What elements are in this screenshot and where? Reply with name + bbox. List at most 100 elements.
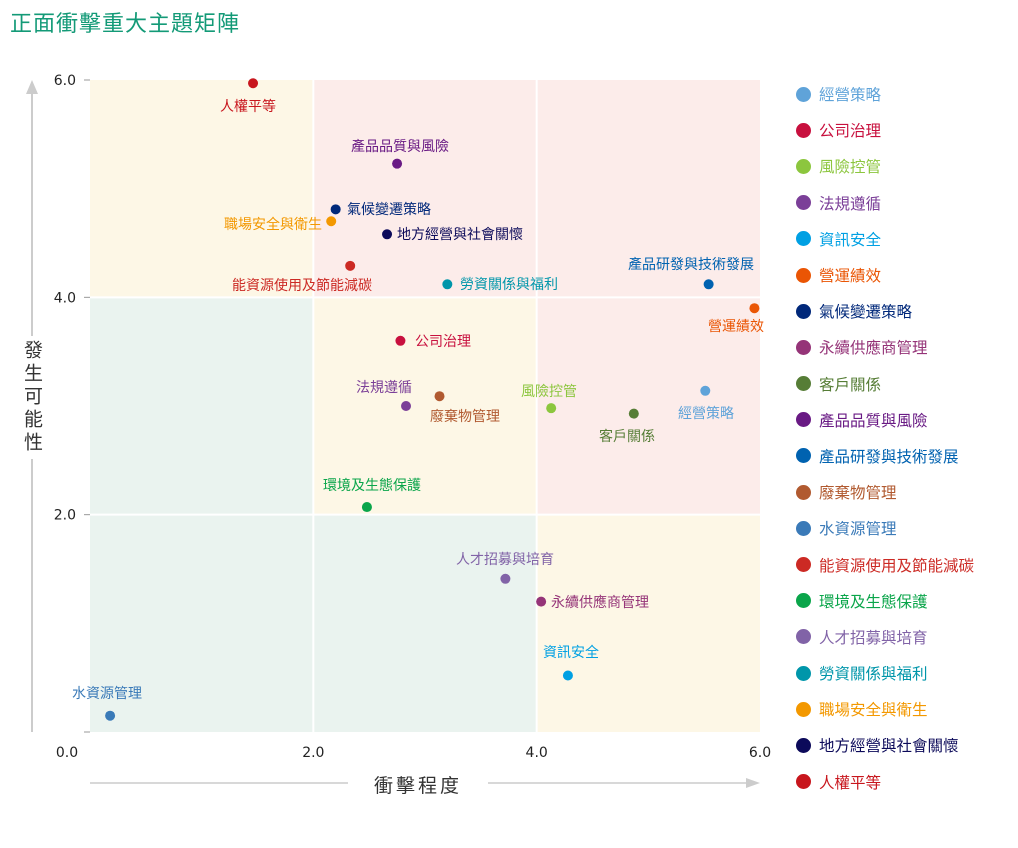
- legend-item: 地方經營與社會關懷: [796, 727, 974, 763]
- zone-background: [90, 297, 314, 515]
- data-point: [345, 260, 356, 271]
- zone-background: [536, 297, 760, 515]
- data-label: 產品品質與風險: [351, 138, 449, 155]
- legend-item: 人權平等: [796, 764, 974, 800]
- data-point: [248, 78, 259, 89]
- legend-dot-icon: [796, 665, 811, 681]
- data-point: [382, 229, 393, 240]
- zone-background: [90, 514, 314, 732]
- legend-item: 勞資關係與福利: [796, 655, 974, 691]
- zone-background: [313, 297, 537, 515]
- legend-label: 人才招募與培育: [819, 628, 928, 647]
- legend-dot-icon: [796, 448, 811, 464]
- y-tick-label: 6.0: [54, 73, 76, 89]
- legend-label: 勞資關係與福利: [819, 665, 928, 684]
- data-point: [326, 216, 337, 227]
- legend-item: 人才招募與培育: [796, 619, 974, 655]
- legend-item: 永續供應商管理: [796, 329, 974, 365]
- legend-label: 資訊安全: [819, 230, 882, 249]
- legend-item: 風險控管: [796, 148, 974, 184]
- legend-dot-icon: [796, 484, 811, 500]
- legend-dot-icon: [796, 303, 811, 319]
- data-label: 營運績效: [708, 319, 764, 335]
- legend-item: 廢棄物管理: [796, 474, 974, 510]
- legend-dot-icon: [796, 86, 811, 102]
- legend-label: 水資源管理: [819, 520, 897, 539]
- data-point: [330, 204, 341, 215]
- data-point: [700, 385, 711, 396]
- legend-item: 職場安全與衛生: [796, 691, 974, 727]
- legend-item: 產品研發與技術發展: [796, 438, 974, 474]
- data-label: 能資源使用及節能減碳: [232, 277, 372, 294]
- legend-item: 環境及生態保護: [796, 583, 974, 619]
- legend-dot-icon: [796, 520, 811, 536]
- y-arrow-head: [26, 80, 38, 94]
- x-tick-label: 2.0: [302, 745, 324, 761]
- legend-label: 廢棄物管理: [819, 484, 897, 503]
- data-point: [434, 391, 445, 402]
- y-axis-label: 發生可能性: [20, 336, 44, 459]
- data-point: [628, 408, 639, 419]
- data-point: [546, 403, 557, 414]
- legend-dot-icon: [796, 701, 811, 717]
- x-tick-label: 6.0: [749, 745, 771, 761]
- legend-dot-icon: [796, 593, 811, 609]
- y-tick-label: 4.0: [54, 290, 76, 306]
- legend-label: 營運績效: [819, 267, 882, 286]
- legend-label: 職場安全與衛生: [819, 701, 928, 720]
- legend-label: 法規遵循: [819, 194, 882, 213]
- data-point: [392, 158, 403, 169]
- legend-dot-icon: [796, 339, 811, 355]
- legend-dot-icon: [796, 737, 811, 753]
- zone-background: [90, 80, 314, 298]
- data-point: [536, 596, 547, 607]
- legend-label: 公司治理: [819, 122, 882, 141]
- legend-label: 環境及生態保護: [819, 592, 928, 611]
- legend-dot-icon: [796, 557, 811, 573]
- legend-dot-icon: [796, 774, 811, 790]
- data-label: 客戶關係: [599, 428, 655, 445]
- data-point: [361, 502, 372, 513]
- data-label: 公司治理: [415, 334, 471, 350]
- legend-label: 產品品質與風險: [819, 411, 928, 430]
- legend-dot-icon: [796, 158, 811, 174]
- data-point: [749, 303, 760, 314]
- zone-background: [313, 514, 537, 732]
- data-point: [703, 279, 714, 290]
- chart-title: 正面衝擊重大主題矩陣: [10, 12, 241, 37]
- data-label: 水資源管理: [72, 686, 142, 702]
- legend-item: 產品品質與風險: [796, 402, 974, 438]
- legend-item: 法規遵循: [796, 185, 974, 221]
- legend-label: 風險控管: [819, 158, 882, 177]
- legend: 經營策略公司治理風險控管法規遵循資訊安全營運績效氣候變遷策略永續供應商管理客戶關…: [796, 76, 974, 800]
- legend-label: 能資源使用及節能減碳: [819, 556, 975, 575]
- data-point: [105, 710, 116, 721]
- legend-item: 能資源使用及節能減碳: [796, 546, 974, 582]
- data-point: [442, 279, 453, 290]
- legend-item: 經營策略: [796, 76, 974, 112]
- legend-item: 水資源管理: [796, 510, 974, 546]
- data-point: [500, 573, 511, 584]
- zone-background: [536, 80, 760, 298]
- legend-item: 客戶關係: [796, 366, 974, 402]
- data-label: 資訊安全: [543, 644, 599, 661]
- data-label: 氣候變遷策略: [347, 201, 431, 218]
- legend-dot-icon: [796, 629, 811, 645]
- legend-dot-icon: [796, 267, 811, 283]
- data-point: [562, 670, 573, 681]
- legend-label: 永續供應商管理: [819, 339, 928, 358]
- legend-item: 氣候變遷策略: [796, 293, 974, 329]
- legend-dot-icon: [796, 195, 811, 211]
- legend-item: 資訊安全: [796, 221, 974, 257]
- data-label: 產品研發與技術發展: [628, 256, 754, 273]
- data-label: 人權平等: [220, 98, 276, 115]
- y-tick-label: 2.0: [54, 508, 76, 524]
- legend-item: 營運績效: [796, 257, 974, 293]
- zone-background: [536, 514, 760, 732]
- data-label: 人才招募與培育: [456, 552, 554, 568]
- legend-item: 公司治理: [796, 112, 974, 148]
- legend-dot-icon: [796, 231, 811, 247]
- x-axis-label: 衝擊程度: [374, 775, 463, 797]
